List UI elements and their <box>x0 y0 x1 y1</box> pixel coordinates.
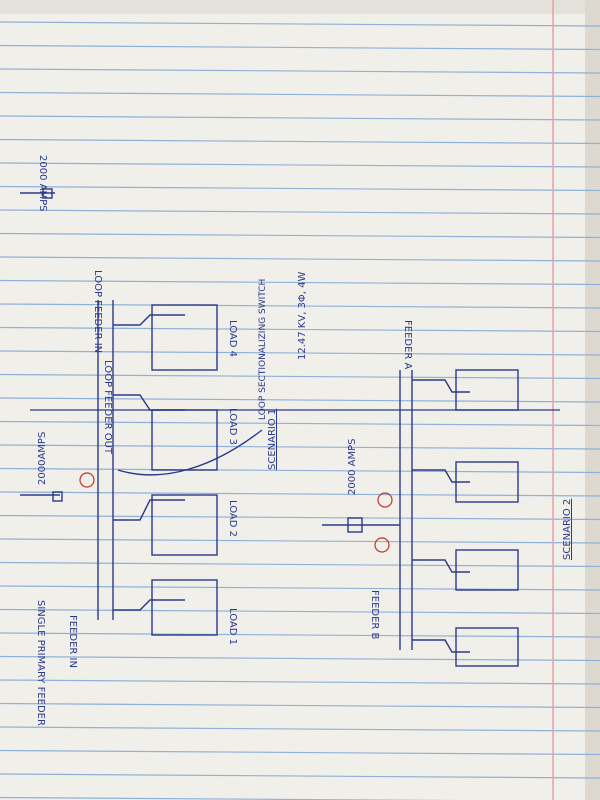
label-load-4: LOAD 4 <box>227 320 238 357</box>
red-markers <box>79 472 393 553</box>
ruled-line <box>0 632 600 638</box>
label-scenario-1: SCENARIO 1 <box>267 409 278 470</box>
label-loop-sectionalizing-switch: LOOP SECTIONALIZING SWITCH <box>258 279 268 420</box>
ruled-line <box>0 373 600 380</box>
label-feeder-a: FEEDER A <box>402 320 413 370</box>
label-load-1: LOAD 1 <box>227 608 238 645</box>
ruled-line <box>0 232 600 239</box>
ruled-line <box>0 279 600 286</box>
ruled-line <box>0 21 600 27</box>
label-load-3: LOAD 3 <box>227 408 238 445</box>
ruled-line <box>0 185 600 192</box>
label-voltage: 12.47 KV, 3Φ, 4W <box>297 271 308 360</box>
ruled-line <box>0 209 600 215</box>
ruled-line <box>0 350 600 356</box>
scenario-2-diagram <box>322 369 519 667</box>
ruled-line <box>0 397 600 403</box>
label-2000-amps-s2: 2000 AMPS <box>347 439 358 495</box>
paper-shadow-top <box>0 0 600 14</box>
ruled-line <box>0 162 600 168</box>
label-scenario-2: SCENARIO 2 <box>562 499 573 560</box>
ruled-line <box>0 655 600 662</box>
ruled-line <box>0 91 600 98</box>
ruled-line <box>0 726 600 732</box>
ruled-line <box>0 115 600 121</box>
ruled-line <box>0 256 600 262</box>
ruled-line <box>0 514 600 521</box>
ruled-lines <box>0 21 600 800</box>
label-feeder-b: FEEDER B <box>369 590 380 640</box>
ruled-line <box>0 444 600 450</box>
label-loop-feeder-in: LOOP FEEDER IN <box>92 270 103 353</box>
ruled-line <box>0 608 600 615</box>
ruled-line <box>0 138 600 145</box>
ruled-line <box>0 420 600 427</box>
label-load-2: LOAD 2 <box>227 500 238 537</box>
ruled-line <box>0 561 600 568</box>
ruled-line <box>0 68 600 74</box>
ruled-line <box>0 491 600 497</box>
paper-shadow-right <box>585 0 600 800</box>
ruled-line <box>0 467 600 474</box>
label-2000-amps-top: 2000 AMPS <box>37 155 48 211</box>
ruled-line <box>0 702 600 709</box>
ruled-line <box>0 749 600 756</box>
label-2000amps-s1: 2000AMPS <box>37 432 48 485</box>
ruled-line <box>0 44 600 51</box>
ruled-line <box>0 303 600 309</box>
ruled-line <box>0 538 600 544</box>
label-single-primary-feeder: SINGLE PRIMARY FEEDER <box>35 600 46 726</box>
ruled-line <box>0 679 600 685</box>
label-loop-feeder-out: LOOP FEEDER OUT <box>102 360 113 455</box>
ruled-line <box>0 326 600 333</box>
label-feeder-in: FEEDER IN <box>67 615 78 668</box>
ruled-line <box>0 773 600 779</box>
